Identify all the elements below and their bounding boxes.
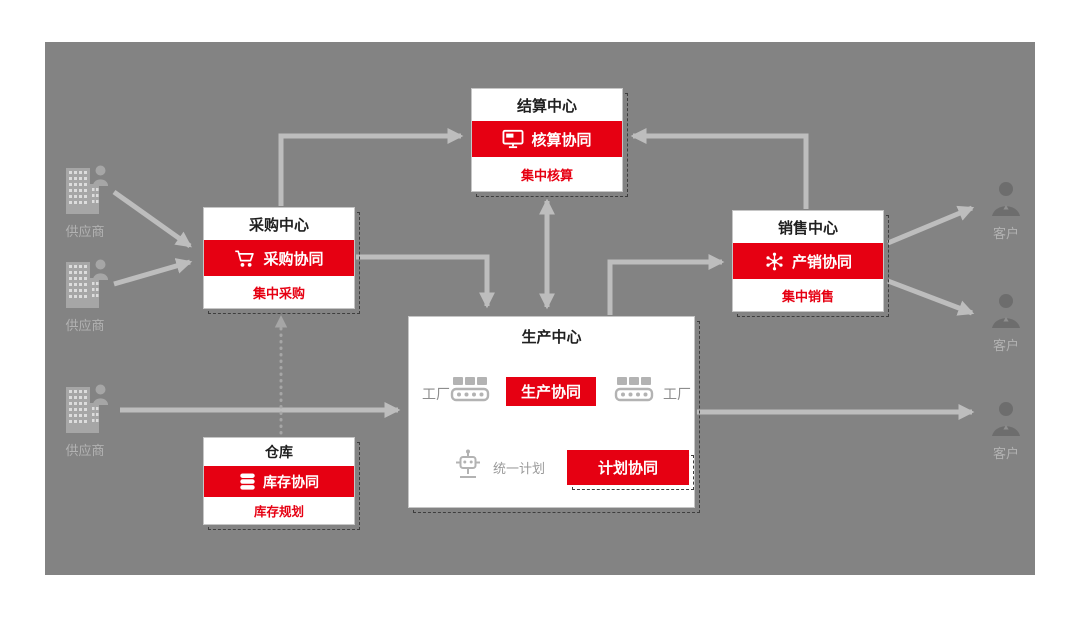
factory-left-label: 工厂 <box>422 386 450 402</box>
warehouse-title: 仓库 <box>265 444 293 460</box>
production-collab-button[interactable]: 生产协同 <box>506 377 596 406</box>
arrow-sales-to-settlement <box>630 127 809 209</box>
robot-icon <box>453 448 483 480</box>
production-center-box: 生产中心 工厂 生产协同 工厂 统一计划 计划协同 <box>408 316 700 513</box>
arrow-supplier2-to-procurement <box>113 258 193 287</box>
building-icon <box>62 381 108 433</box>
production-center-title: 生产中心 <box>521 329 582 346</box>
person-icon <box>990 292 1022 328</box>
procurement-sub-label: 集中采购 <box>252 285 305 301</box>
customer-node: 客户 <box>988 292 1024 354</box>
inventory-collab-label: 库存协同 <box>263 473 319 490</box>
supplier-node: 供应商 <box>60 256 110 334</box>
customer-label: 客户 <box>992 446 1019 461</box>
supplier-label: 供应商 <box>65 443 105 458</box>
arrow-supplier1-to-procurement <box>112 189 192 249</box>
procurement-center-box: 采购中心 采购协同 集中采购 <box>203 207 360 314</box>
monitor-icon <box>502 129 524 149</box>
supplier-node: 供应商 <box>60 381 110 459</box>
person-icon <box>990 180 1022 216</box>
supplier-node: 供应商 <box>60 162 110 240</box>
warehouse-box: 仓库 库存协同 库存规划 <box>203 437 360 530</box>
database-icon <box>239 473 256 491</box>
sales-collab-bar[interactable]: 产销协同 <box>733 243 883 279</box>
customer-node: 客户 <box>988 180 1024 242</box>
arrow-sales-to-customer1 <box>887 205 975 246</box>
factory-icon <box>614 375 658 405</box>
building-icon <box>62 256 108 308</box>
procurement-collab-label: 采购协同 <box>263 250 324 268</box>
cart-icon <box>234 249 256 268</box>
customer-node: 客户 <box>988 400 1024 462</box>
customer-label: 客户 <box>992 338 1019 353</box>
procurement-center-title: 采购中心 <box>248 216 309 234</box>
building-icon <box>62 162 108 214</box>
arrow-production-to-sales <box>607 253 725 315</box>
arrow-procurement-to-settlement <box>278 127 464 206</box>
accounting-collab-bar[interactable]: 核算协同 <box>472 121 622 157</box>
sales-collab-label: 产销协同 <box>791 253 852 271</box>
settlement-center-title: 结算中心 <box>516 97 577 115</box>
arrow-sales-to-customer2 <box>887 278 975 316</box>
supplier-label: 供应商 <box>65 318 105 333</box>
factory-right-label: 工厂 <box>663 386 691 402</box>
arrow-procurement-to-production <box>356 254 496 309</box>
procurement-collab-bar[interactable]: 采购协同 <box>204 240 354 276</box>
network-icon <box>764 251 785 272</box>
sales-sub-label: 集中销售 <box>781 288 834 304</box>
settlement-sub-label: 集中核算 <box>520 167 573 183</box>
inventory-collab-bar[interactable]: 库存协同 <box>204 466 354 497</box>
unified-plan-label: 统一计划 <box>493 461 546 476</box>
person-icon <box>990 400 1022 436</box>
plan-collab-button-wrap: 计划协同 <box>567 450 694 490</box>
warehouse-sub-label: 库存规划 <box>253 505 304 519</box>
accounting-collab-label: 核算协同 <box>531 131 592 149</box>
customer-label: 客户 <box>992 226 1019 241</box>
sales-center-title: 销售中心 <box>777 219 838 237</box>
supplier-label: 供应商 <box>65 224 105 239</box>
sales-center-box: 销售中心 产销协同 集中销售 <box>732 210 889 317</box>
settlement-center-box: 结算中心 核算协同 集中核算 <box>471 88 628 197</box>
factory-icon <box>450 375 494 405</box>
plan-collab-button[interactable]: 计划协同 <box>567 450 689 485</box>
